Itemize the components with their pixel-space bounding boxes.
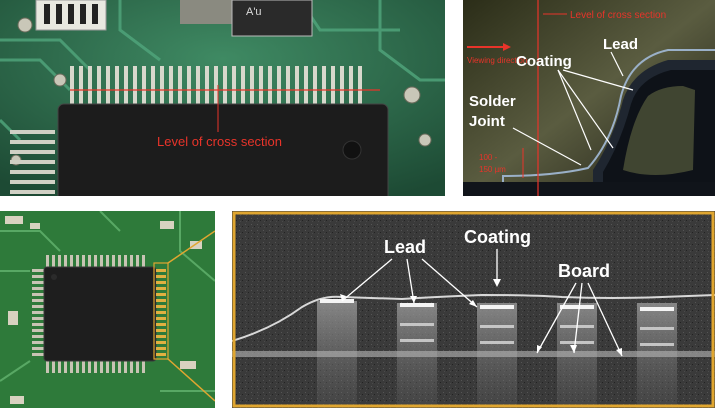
viewing-direction-label: Viewing direction [467,56,527,65]
pcb-overview-panel [0,211,215,408]
inset-frame [232,211,715,408]
oct-scan-image: Lead Coating Board [232,211,715,408]
solder-joint-label-line1: Solder [469,93,516,110]
ic-package [43,266,157,362]
solder-joint-label-line2: Joint [469,113,505,130]
coating-label: Coating [464,227,531,247]
coating-label: Coating [516,53,572,70]
coating-surface [232,293,715,342]
microsection-photo: Level of cross section Viewing direction… [463,0,715,196]
pcb-closeup-panel: A'u [0,0,445,196]
lead-label: Lead [603,36,638,53]
pcb-closeup-photo: A'u [0,0,445,196]
component-marking: A'u [246,6,262,18]
board-label: Board [558,261,610,281]
cross-section-label: Level of cross section [570,10,666,21]
pcb-overview-photo [0,211,215,408]
thickness-label-line1: 100 - [479,153,498,162]
lead-label: Lead [384,237,426,257]
inspection-area-highlight [153,262,169,360]
thickness-label-line2: 150 µm [479,165,506,174]
ic-package [57,103,389,196]
oct-scan-panel: Lead Coating Board [232,211,715,408]
cross-section-label: Level of cross section [157,134,282,149]
microsection-panel: Level of cross section Viewing direction… [463,0,715,196]
